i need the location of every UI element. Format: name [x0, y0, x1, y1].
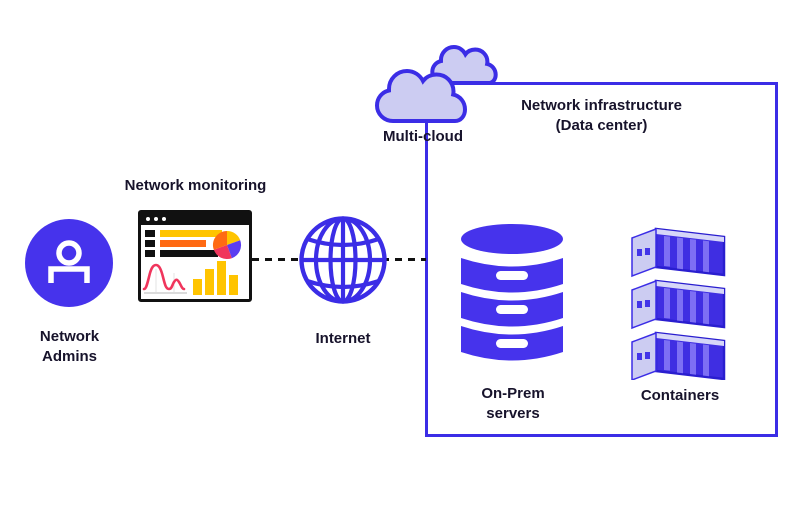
globe-icon [299, 216, 387, 304]
pie-chart-icon [212, 230, 242, 260]
database-stack-icon [461, 224, 563, 361]
internet-label: Internet [315, 330, 371, 347]
infrastructure-title: Network infrastructure (Data center) [428, 96, 775, 136]
window-dot-icon [162, 217, 166, 221]
window-dot-icon [146, 217, 150, 221]
container-unit [631, 227, 726, 278]
infrastructure-box: Network infrastructure (Data center) [425, 82, 778, 437]
infrastructure-title-line1: Network infrastructure [521, 97, 682, 114]
infrastructure-title-line2: (Data center) [555, 116, 648, 134]
container-unit [631, 331, 726, 380]
list-rows [145, 230, 222, 257]
monitoring-label: Network monitoring [124, 177, 267, 194]
container-stack-icon [631, 227, 726, 380]
multicloud-label: Multi-cloud [383, 128, 463, 145]
line-chart-icon [142, 263, 187, 294]
monitoring-window [138, 210, 252, 302]
clouds-icon [375, 40, 508, 123]
dashboard-charts [142, 230, 242, 295]
onprem-label: On-Prem servers [481, 385, 545, 422]
containers-label: Containers [640, 387, 720, 404]
window-titlebar [141, 213, 249, 225]
person-icon [48, 240, 90, 283]
window-dot-icon [154, 217, 158, 221]
admins-label: Network Admins [39, 328, 100, 365]
container-unit [631, 279, 726, 330]
bar-chart-icon [193, 261, 238, 295]
network-admins-node [25, 219, 113, 307]
